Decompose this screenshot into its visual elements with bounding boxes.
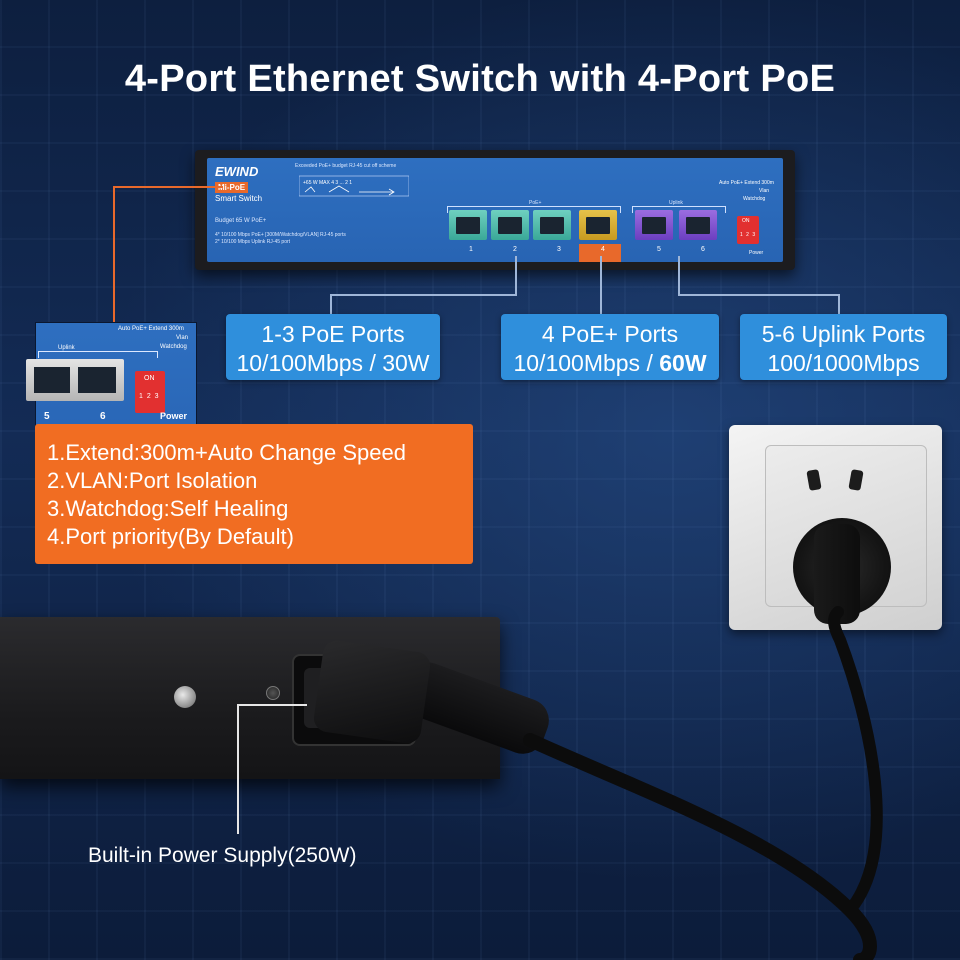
ethernet-port-6[interactable] xyxy=(679,210,717,240)
model-name: Smart Switch xyxy=(215,194,263,203)
ethernet-port-3[interactable] xyxy=(533,210,571,240)
zoom-port-6-number: 6 xyxy=(100,411,106,422)
zoom-uplink-bracket xyxy=(38,351,158,358)
ethernet-port-5[interactable] xyxy=(635,210,673,240)
port-number-2: 2 xyxy=(513,246,517,253)
ethernet-port-4[interactable] xyxy=(579,210,617,240)
zoom-power-label: Power xyxy=(160,411,188,421)
spec-line-2: 2* 10/100 Mbps Uplink RJ-45 port xyxy=(215,239,291,245)
port-number-3: 3 xyxy=(557,246,561,253)
mipoe-badge: Mi-PoE xyxy=(215,182,249,193)
dip-switch-zoom-inset: Auto PoE+ Extend 300m Vlan Watchdog Upli… xyxy=(26,322,197,426)
brand-logo: EWIND xyxy=(215,164,259,179)
dip-on-label: ON xyxy=(742,218,750,224)
info-box-detail: 100/1000Mbps xyxy=(767,350,920,376)
connector-line-port-4 xyxy=(600,256,602,314)
port-number-4: 4 xyxy=(601,246,605,253)
feature-list-box: 1.Extend:300m+Auto Change Speed 2.VLAN:P… xyxy=(35,424,473,564)
ethernet-port-1[interactable] xyxy=(449,210,487,240)
vlan-label: Vlan xyxy=(759,188,770,194)
zoom-connector-v xyxy=(113,186,115,322)
info-box-detail: 10/100Mbps / 60W xyxy=(513,350,707,376)
zoom-port-6[interactable] xyxy=(70,359,124,401)
dip-header: Auto PoE+ Extend 300m xyxy=(719,180,774,186)
ground-symbol-icon xyxy=(266,686,280,700)
zoom-dip-header: Auto PoE+ Extend 300m xyxy=(118,326,184,332)
ethernet-port-2[interactable] xyxy=(491,210,529,240)
zoom-dip-switch[interactable]: ON 1 2 3 xyxy=(135,371,165,413)
psu-callout-line-h xyxy=(237,704,307,706)
poe-group-label: PoE+ xyxy=(529,200,542,206)
feature-item: 4.Port priority(By Default) xyxy=(47,524,294,549)
zoom-vlan-label: Vlan xyxy=(176,335,189,341)
connector-line-ports-1-3 xyxy=(515,256,517,296)
uplink-group-label: Uplink xyxy=(669,200,683,206)
info-box-uplink-ports: 5-6 Uplink Ports 100/1000Mbps xyxy=(740,314,947,380)
ground-screw-icon xyxy=(174,686,196,708)
psu-caption: Built-in Power Supply(250W) xyxy=(88,844,357,867)
port-number-6: 6 xyxy=(701,246,705,253)
info-box-poe-ports: 1-3 PoE Ports 10/100Mbps / 30W xyxy=(226,314,440,380)
cutoff-scheme-diagram: +65 W MAX 4 3 ... 2 1 xyxy=(299,175,409,197)
budget-text: Budget 65 W PoE+ xyxy=(215,218,267,224)
info-box-poe-plus-port: 4 PoE+ Ports 10/100Mbps / 60W xyxy=(501,314,719,380)
diagram-text: +65 W MAX 4 3 ... 2 1 xyxy=(303,180,352,186)
page-title: 4-Port Ethernet Switch with 4-Port PoE xyxy=(124,58,836,100)
dip-switch[interactable]: ON 1 2 3 xyxy=(737,216,759,244)
connector-line-box1 xyxy=(330,294,332,314)
switch-label-plate: EWIND Mi-PoE Smart Switch Budget 65 W Po… xyxy=(207,158,783,262)
connector-line-h1 xyxy=(330,294,517,296)
feature-item: 2.VLAN:Port Isolation xyxy=(47,468,258,493)
info-box-title: 5-6 Uplink Ports xyxy=(761,321,926,347)
zoom-connector-h xyxy=(113,186,223,188)
port-number-5: 5 xyxy=(657,246,661,253)
wall-plug xyxy=(814,524,860,624)
zoom-uplink-label: Uplink xyxy=(58,345,75,351)
watchdog-label: Watchdog xyxy=(743,196,766,202)
exceeded-note: Exceeded PoE+ budget RJ-45 cut off schem… xyxy=(295,163,397,169)
info-box-title: 1-3 PoE Ports xyxy=(261,321,405,347)
zoom-port-5-number: 5 xyxy=(44,411,50,422)
zoom-watchdog-label: Watchdog xyxy=(160,344,187,350)
psu-callout-line-v xyxy=(237,704,239,834)
info-box-title: 4 PoE+ Ports xyxy=(541,321,679,347)
connector-line-box3 xyxy=(838,294,840,314)
info-box-detail: 10/100Mbps / 30W xyxy=(236,350,430,376)
zoom-dip-numbers: 1 2 3 xyxy=(139,393,160,400)
spec-line-1: 4* 10/100 Mbps PoE+ [300M/Watchdog/VLAN]… xyxy=(215,232,346,238)
connector-line-h3 xyxy=(678,294,840,296)
uplink-bracket xyxy=(632,206,726,213)
port-number-1: 1 xyxy=(469,246,473,253)
connector-line-ports-5-6 xyxy=(678,256,680,296)
poe-plus-wattage: 60W xyxy=(659,350,707,376)
poe-bracket xyxy=(447,206,621,213)
power-label: Power xyxy=(749,250,764,256)
switch-front-panel: EWIND Mi-PoE Smart Switch Budget 65 W Po… xyxy=(195,150,795,270)
iec-power-plug[interactable] xyxy=(312,638,432,746)
feature-item: 1.Extend:300m+Auto Change Speed xyxy=(47,440,406,465)
feature-item: 3.Watchdog:Self Healing xyxy=(47,496,289,521)
dip-numbers: 1 2 3 xyxy=(740,232,757,238)
zoom-dip-on: ON xyxy=(144,375,155,382)
poe-plus-highlight xyxy=(579,244,621,262)
